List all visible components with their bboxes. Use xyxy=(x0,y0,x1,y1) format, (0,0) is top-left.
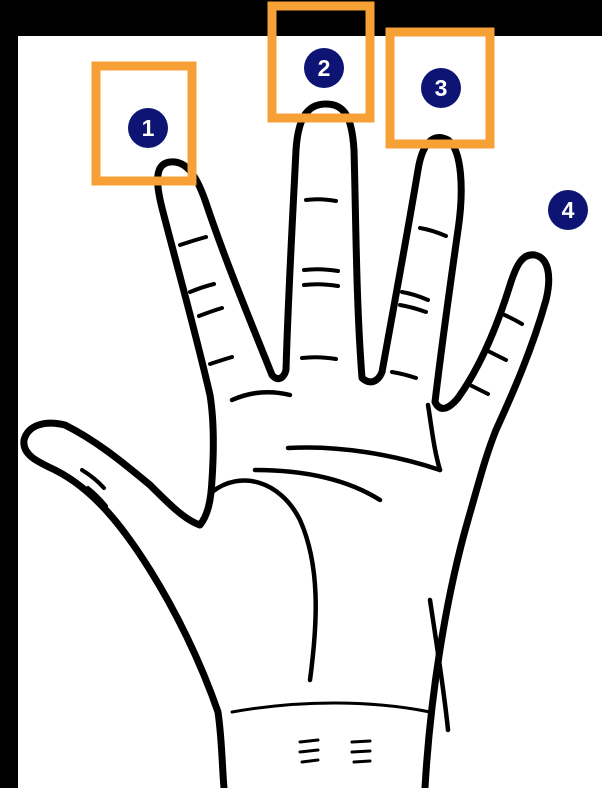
marker-4-label: 4 xyxy=(562,197,575,223)
marker-1: 1 xyxy=(128,108,168,148)
marker-3-label: 3 xyxy=(435,75,448,101)
marker-3: 3 xyxy=(421,68,461,108)
marker-4: 4 xyxy=(548,190,588,230)
marker-2: 2 xyxy=(304,48,344,88)
marker-2-label: 2 xyxy=(318,55,331,81)
marker-1-label: 1 xyxy=(142,115,155,141)
